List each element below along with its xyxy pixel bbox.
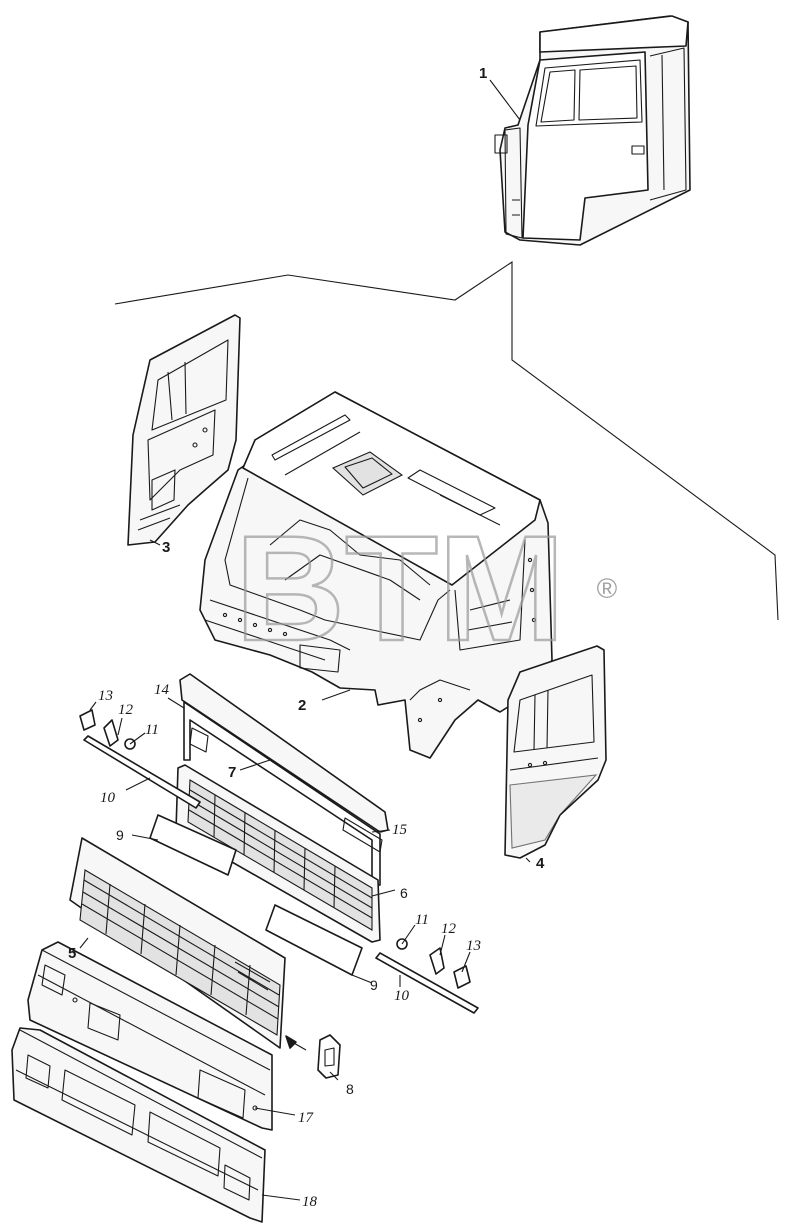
plate-left: [149, 814, 237, 876]
watermark-registered: ®: [597, 573, 618, 604]
plate-right: [265, 904, 363, 976]
door-right: [504, 645, 607, 859]
label-12-left: 12: [118, 702, 134, 718]
label-2: 2: [298, 697, 306, 714]
label-12-right: 12: [441, 921, 457, 937]
label-9-left: 9: [116, 827, 124, 843]
strip-right: [375, 952, 479, 1014]
cab-frame: [199, 391, 553, 759]
grille-lower: [69, 837, 286, 1049]
door-left: [127, 314, 241, 546]
label-10-right: 10: [394, 988, 410, 1004]
label-8: 8: [346, 1081, 354, 1097]
label-7: 7: [228, 764, 236, 781]
fasteners-left: [79, 709, 136, 750]
label-10-left: 10: [100, 790, 116, 806]
cab-assembly: [494, 15, 691, 246]
watermark: BTM ®: [234, 503, 618, 674]
label-5: 5: [68, 945, 76, 962]
leader-lines: [79, 79, 531, 1201]
label-11-left: 11: [145, 722, 159, 738]
label-11-right: 11: [415, 912, 429, 928]
callout-labels: 1 2 3 4 5 6 7 8 9 9 10 10 11 11 12 12 13…: [68, 65, 545, 1210]
explode-guides: [114, 260, 779, 621]
label-14: 14: [154, 682, 170, 698]
clip: [285, 1034, 341, 1079]
label-17: 17: [298, 1110, 315, 1126]
label-1: 1: [479, 65, 487, 82]
label-13-right: 13: [466, 938, 481, 954]
label-18: 18: [302, 1194, 318, 1210]
label-13-left: 13: [98, 688, 113, 704]
label-15: 15: [392, 822, 408, 838]
watermark-text: BTM: [235, 504, 565, 672]
label-4: 4: [536, 855, 545, 872]
label-6: 6: [400, 885, 408, 901]
bumper-lower: [11, 1027, 266, 1223]
strip-left: [83, 735, 201, 809]
fasteners-right: [396, 938, 471, 989]
label-3: 3: [162, 539, 170, 556]
bumper-upper: [27, 941, 273, 1131]
label-9-right: 9: [370, 977, 378, 993]
